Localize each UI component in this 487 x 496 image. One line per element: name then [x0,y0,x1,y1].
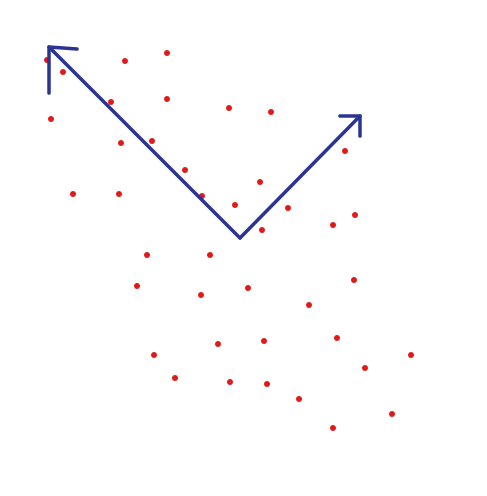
scatter-point [134,283,140,289]
scatter-point [264,381,270,387]
scatter-point [70,191,76,197]
scatter-point [261,338,267,344]
scatter-point [122,58,128,64]
scatter-point [296,396,302,402]
scatter-point [330,425,336,431]
vector-arrows [47,45,362,240]
scatter-point [207,252,213,258]
scatter-point [245,285,251,291]
scatter-point [306,302,312,308]
scatter-point [352,212,358,218]
scatter-point [164,96,170,102]
vector-up-left-head-horizontal [47,45,79,51]
scatter-point [172,375,178,381]
scatter-point [60,69,66,75]
vector-up-left-shaft [47,45,242,240]
scatter-point [389,411,395,417]
scatter-point [334,335,340,341]
scatter-point [164,50,170,56]
scatter-point [182,167,188,173]
scatter-point [149,138,155,144]
scatter-points [44,50,414,431]
scatter-point [215,341,221,347]
scatter-point [351,277,357,283]
scatter-point [268,109,274,115]
scatter-point [198,292,204,298]
scatter-point [151,352,157,358]
scatter-point [116,191,122,197]
scatter-point [257,179,263,185]
scatter-point [144,252,150,258]
scatter-point [330,222,336,228]
scatter-point [226,105,232,111]
scatter-point [342,148,348,154]
scatter-point [108,99,114,105]
scatter-point [408,352,414,358]
scatter-point [362,365,368,371]
vector-up-right-shaft [238,114,362,240]
scatter-point [118,140,124,146]
scatter-point [232,202,238,208]
scatter-point [48,116,54,122]
scatter-point [285,205,291,211]
scatter-point [259,227,265,233]
scatter-point [227,379,233,385]
